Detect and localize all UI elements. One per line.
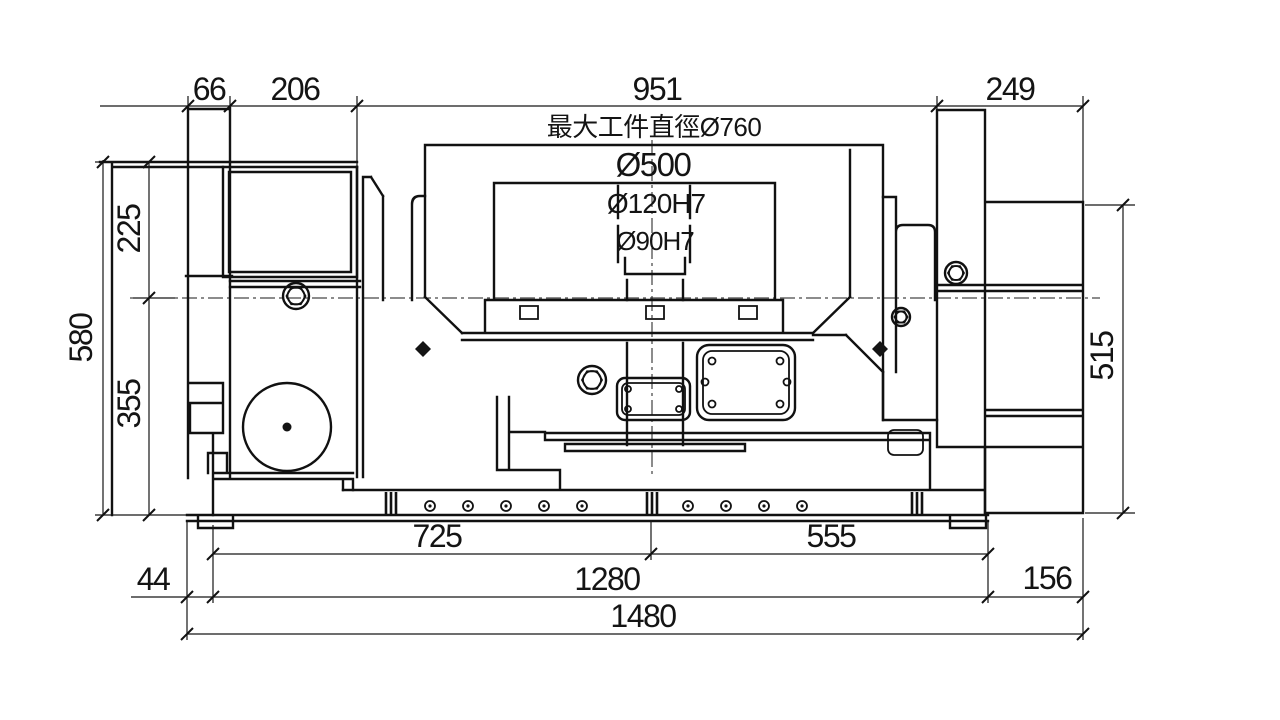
dim-725: 725 — [413, 518, 463, 554]
dim-1280: 1280 — [574, 561, 640, 597]
bed-and-base — [185, 395, 990, 530]
hex-bolt-icon — [281, 281, 311, 311]
machine-right-section — [887, 108, 1085, 515]
dim-1480: 1480 — [610, 598, 676, 634]
dim-580: 580 — [63, 313, 99, 363]
table-assembly — [460, 181, 815, 447]
max-workpiece-label: 最大工件直徑Ø760 — [547, 112, 762, 142]
dim-249: 249 — [986, 71, 1036, 107]
dim-555: 555 — [807, 518, 857, 554]
left-column — [355, 165, 427, 479]
large-flange-plate — [695, 343, 797, 422]
dim-951: 951 — [633, 71, 683, 107]
right-guard-plate — [887, 429, 924, 456]
workpiece-envelope — [423, 143, 939, 422]
dia-500-label: Ø500 — [616, 146, 692, 183]
dia-120h7-label: Ø120H7 — [607, 188, 706, 219]
spindle-bores — [616, 184, 692, 447]
dimension-lines — [95, 96, 1135, 641]
dim-66: 66 — [193, 71, 226, 107]
dia-90h7-label: Ø90H7 — [616, 226, 694, 256]
break-marks — [384, 492, 924, 514]
center-annotations: 最大工件直徑Ø760 Ø500 Ø120H7 Ø90H7 — [547, 112, 762, 256]
right-guard-box — [811, 195, 939, 422]
dim-225: 225 — [111, 204, 147, 254]
handwheel-hub — [282, 422, 292, 432]
hex-bolt-icon — [943, 260, 969, 286]
dimension-ticks — [96, 99, 1130, 641]
bolt-diamond-icon — [872, 341, 888, 357]
table-bolt-blocks — [519, 305, 758, 320]
small-flange-plate — [615, 376, 692, 422]
machine-left-section — [98, 106, 427, 517]
dim-156: 156 — [1023, 560, 1073, 596]
dim-206: 206 — [271, 71, 321, 107]
bolt-diamond-icon — [415, 341, 431, 357]
dimension-labels: 66 206 951 249 580 225 355 515 725 555 4… — [63, 71, 1120, 634]
upper-left-box — [221, 165, 362, 289]
anchor-bolt-holes — [424, 500, 808, 512]
handwheel-circle — [241, 381, 333, 473]
dim-44: 44 — [137, 561, 170, 597]
hex-bolt-icon — [576, 364, 608, 396]
flange-plates — [615, 343, 797, 422]
hex-bolt-icon — [890, 306, 912, 328]
dim-515: 515 — [1084, 331, 1120, 381]
dim-355: 355 — [111, 379, 147, 429]
